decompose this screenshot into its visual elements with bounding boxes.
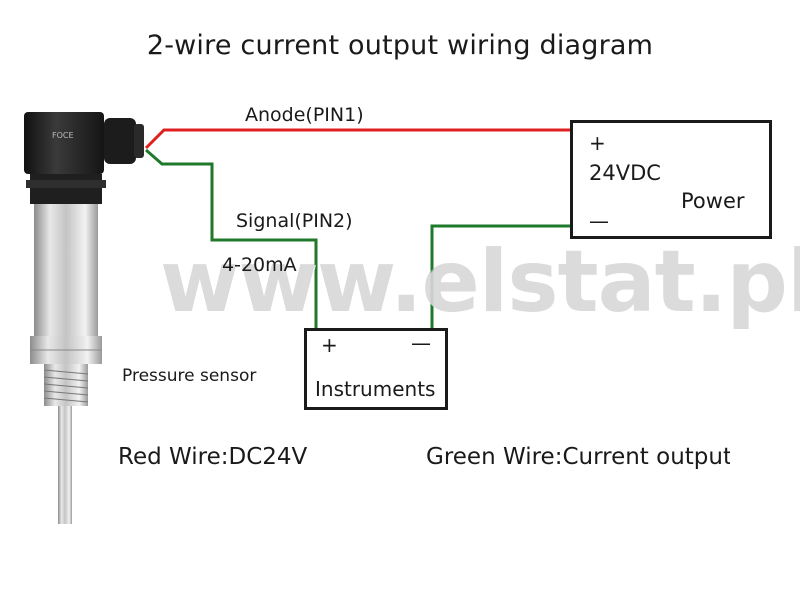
anode-label: Anode(PIN1) — [245, 104, 364, 126]
green-wire-return — [430, 224, 572, 330]
din-connector-icon — [24, 112, 104, 174]
power-minus: — — [589, 209, 609, 233]
instruments-box: + — Instruments — [304, 328, 448, 410]
svg-text:FOCE: FOCE — [52, 131, 74, 140]
cable-gland-icon — [104, 118, 136, 164]
signal-label: Signal(PIN2) — [236, 210, 353, 232]
pressure-transmitter-icon: FOCE — [24, 112, 144, 524]
diagram-title: 2-wire current output wiring diagram — [146, 30, 654, 61]
green-wire-signal — [145, 148, 318, 330]
instruments-label: Instruments — [315, 377, 436, 401]
power-voltage: 24VDC — [589, 161, 661, 185]
instruments-plus: + — [321, 333, 338, 357]
power-plus: + — [589, 131, 606, 155]
legend-red-wire: Red Wire:DC24V — [118, 444, 308, 470]
legend-green-wire: Green Wire:Current output — [426, 444, 730, 470]
watermark: www.elstat.pl — [160, 232, 800, 332]
red-wire — [144, 128, 572, 150]
sensor-label: Pressure sensor — [122, 366, 257, 386]
instruments-minus: — — [411, 331, 431, 355]
power-box: + 24VDC Power — — [570, 120, 772, 239]
power-label: Power — [681, 189, 745, 213]
current-label: 4-20mA — [222, 254, 297, 276]
